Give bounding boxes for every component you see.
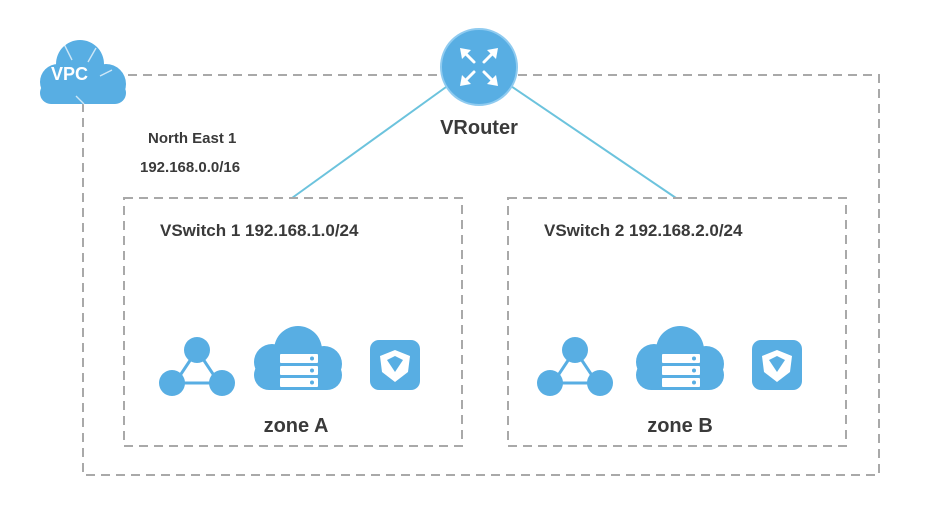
router-link-vswitch-2 bbox=[504, 81, 677, 199]
network-topology-icon bbox=[159, 337, 235, 396]
vpc-label: VPC bbox=[51, 64, 88, 84]
cloud-server-icon bbox=[254, 326, 342, 390]
region-name: North East 1 bbox=[148, 130, 236, 147]
region-cidr: 192.168.0.0/16 bbox=[140, 159, 240, 176]
zone-b-label: zone B bbox=[647, 415, 713, 437]
router-label: VRouter bbox=[440, 117, 518, 139]
security-shield-icon bbox=[370, 340, 420, 390]
router-icon bbox=[440, 28, 518, 106]
network-topology-icon bbox=[537, 337, 613, 396]
cloud-server-icon bbox=[636, 326, 724, 390]
vswitch-1-box bbox=[123, 197, 463, 447]
zone-a-label: zone A bbox=[264, 415, 329, 437]
vswitch-2-label: VSwitch 2 192.168.2.0/24 bbox=[544, 221, 743, 240]
vswitch-2-box bbox=[507, 197, 847, 447]
cloud-icon bbox=[40, 40, 126, 105]
router-link-vswitch-1 bbox=[291, 81, 454, 199]
security-shield-icon bbox=[752, 340, 802, 390]
vswitch-1-label: VSwitch 1 192.168.1.0/24 bbox=[160, 221, 359, 240]
